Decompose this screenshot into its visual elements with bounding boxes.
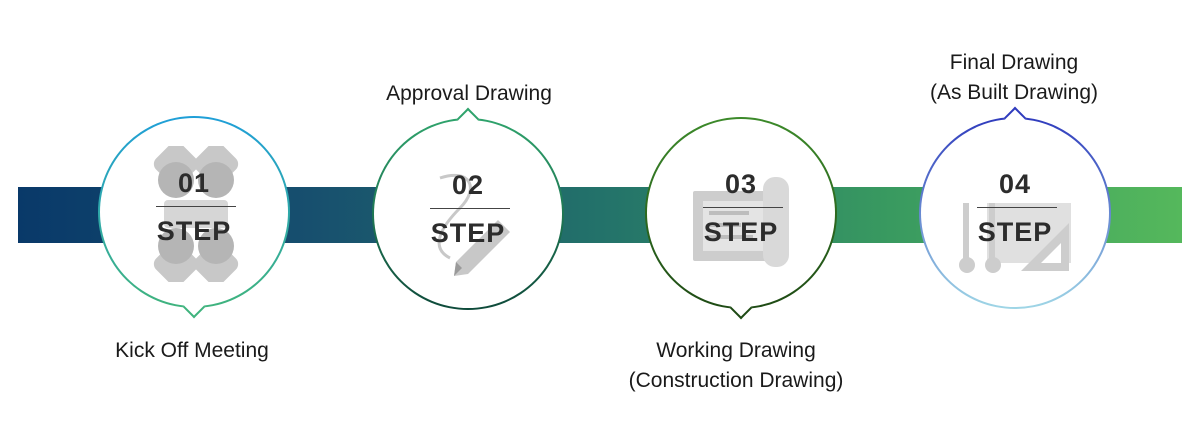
step-03-pointer bbox=[729, 296, 753, 320]
step-03-label-line-2: (Construction Drawing) bbox=[628, 369, 844, 392]
meeting-people-icon bbox=[153, 146, 239, 282]
step-number: 03 bbox=[724, 169, 758, 199]
step-04-label-line-2: (As Built Drawing) bbox=[929, 81, 1099, 104]
step-number: 04 bbox=[998, 169, 1032, 199]
step-02-label-line: Approval Drawing bbox=[386, 82, 552, 105]
step-04-pointer bbox=[1003, 106, 1027, 130]
step-word: STEP bbox=[703, 217, 779, 247]
blueprint-icon bbox=[693, 177, 789, 267]
step-number: 01 bbox=[177, 168, 211, 198]
step-02-label: Approval Drawing bbox=[319, 79, 619, 109]
step-word: STEP bbox=[977, 217, 1053, 247]
step-01-label-line: Kick Off Meeting bbox=[115, 339, 269, 362]
step-01-circle: 01 STEP bbox=[98, 116, 290, 319]
step-03-label-line-1: Working Drawing bbox=[656, 339, 816, 362]
drafting-tools-icon bbox=[959, 203, 1071, 273]
step-03-label: Working Drawing (Construction Drawing) bbox=[586, 336, 886, 396]
step-divider bbox=[977, 207, 1057, 208]
step-03-circle: 03 STEP bbox=[645, 117, 837, 320]
step-divider bbox=[703, 207, 783, 208]
pencil-drawing-icon bbox=[437, 173, 510, 276]
step-01-pointer bbox=[182, 295, 206, 319]
step-04-label-line-1: Final Drawing bbox=[949, 51, 1079, 74]
step-divider bbox=[156, 206, 236, 207]
step-word: STEP bbox=[156, 216, 232, 246]
step-divider bbox=[430, 208, 510, 209]
step-word: STEP bbox=[430, 218, 506, 248]
step-04-label: Final Drawing (As Built Drawing) bbox=[864, 48, 1164, 108]
step-number: 02 bbox=[451, 170, 485, 200]
step-04-circle: 04 STEP bbox=[919, 106, 1111, 309]
step-01-label: Kick Off Meeting bbox=[42, 336, 342, 366]
step-02-circle: 02 STEP bbox=[372, 107, 564, 310]
step-02-pointer bbox=[456, 107, 480, 131]
